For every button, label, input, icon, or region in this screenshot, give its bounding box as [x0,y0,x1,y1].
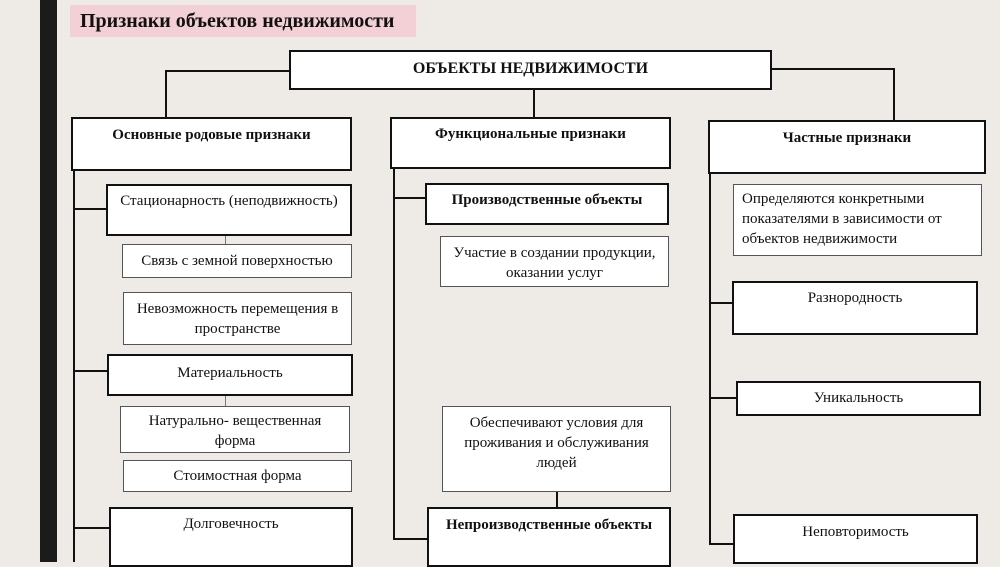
functional-header: Функциональные признаки [390,117,671,169]
generic-sub-link-1 [225,235,226,245]
immobility-node: Невозможность перемещения в пространстве [123,292,352,345]
durability-node: Долговечность [109,507,353,567]
specific-branch-non-repeatability [709,543,734,545]
root-left-drop [165,70,167,118]
materiality-node: Материальность [107,354,353,396]
generic-sub-link-2 [225,395,226,407]
heterogeneity-node: Разнородность [732,281,978,335]
functional-branch-production [393,197,426,199]
earth-link-node: Связь с земной поверхностью [122,244,352,278]
specific-header: Частные признаки [708,120,986,174]
generic-branch-stationarity [73,208,108,210]
nonproduction-desc-node: Обеспечивают условия для проживания и об… [442,406,671,492]
uniqueness-node: Уникальность [736,381,981,416]
generic-header: Основные родовые признаки [71,117,352,171]
generic-branch-materiality [73,370,108,372]
production-node: Производственные объекты [425,183,669,225]
specific-spine [709,172,711,544]
root-node: ОБЪЕКТЫ НЕДВИЖИМОСТИ [289,50,772,90]
generic-spine [73,170,75,562]
root-right-drop [893,68,895,120]
slide-title: Признаки объектов недвижимости [70,5,416,37]
nonproduction-node: Непроизводственные объекты [427,507,671,567]
natural-form-node: Натурально- вещественная форма [120,406,350,453]
root-left-connector [165,70,290,72]
specific-branch-heterogeneity [709,302,734,304]
functional-branch-nonproduction [393,538,428,540]
specific-desc-node: Определяются конкретными показателями в … [733,184,982,256]
left-decor-bar [40,0,57,562]
functional-nonprod-link [556,490,558,508]
stationarity-node: Стационарность (неподвижность) [106,184,352,236]
functional-spine [393,168,395,540]
root-center-drop [533,88,535,118]
production-desc-node: Участие в создании продукции, оказании у… [440,236,669,287]
value-form-node: Стоимостная форма [123,460,352,492]
root-right-connector [770,68,895,70]
specific-branch-uniqueness [709,397,737,399]
generic-branch-durability [73,527,110,529]
non-repeatability-node: Неповторимость [733,514,978,564]
